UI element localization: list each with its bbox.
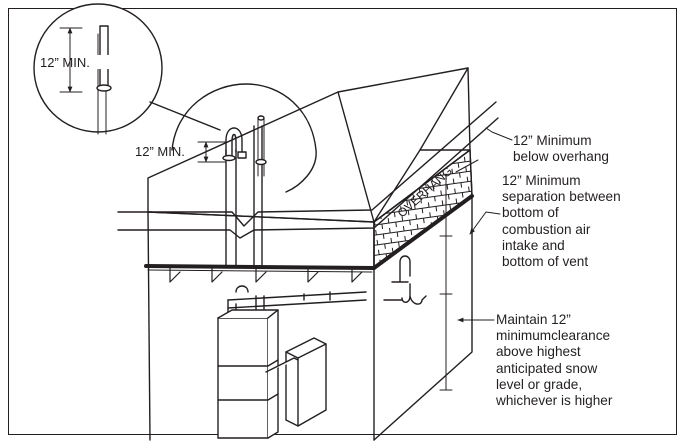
- note-separation: 12” Minimum separation between bottom of…: [502, 173, 621, 270]
- roof-hip-right: [419, 67, 469, 151]
- sidewall-terminations: [383, 255, 427, 305]
- soffit: [144, 194, 474, 273]
- diagram-border: [8, 8, 677, 435]
- dimension-lines: [439, 173, 453, 391]
- vent-termination: [391, 255, 411, 283]
- note-snow-clearance: Maintain 12” minimumclearance above high…: [496, 312, 613, 409]
- rafter-tails: [169, 267, 363, 283]
- roof-vent-pipes: [225, 125, 263, 269]
- house-walls: [147, 195, 473, 441]
- water-heater: [265, 337, 327, 427]
- note-below-overhang: 12” Minimum below overhang: [513, 133, 609, 165]
- inset-detail: [33, 3, 221, 135]
- leaders: [455, 127, 513, 323]
- furnace: [217, 309, 279, 439]
- roof-detail: [171, 83, 317, 193]
- wall-left: [147, 211, 151, 441]
- roof-hip-left: [337, 91, 375, 223]
- wall-right: [373, 195, 473, 441]
- intake-termination: [383, 283, 427, 305]
- inset-min-label: 12” MIN.: [40, 55, 90, 70]
- roof-ridge: [373, 149, 471, 223]
- horizontal-pipe-band: [117, 101, 499, 239]
- roof-eave-front: [147, 211, 375, 223]
- detail-min-label: 12” MIN.: [135, 144, 185, 159]
